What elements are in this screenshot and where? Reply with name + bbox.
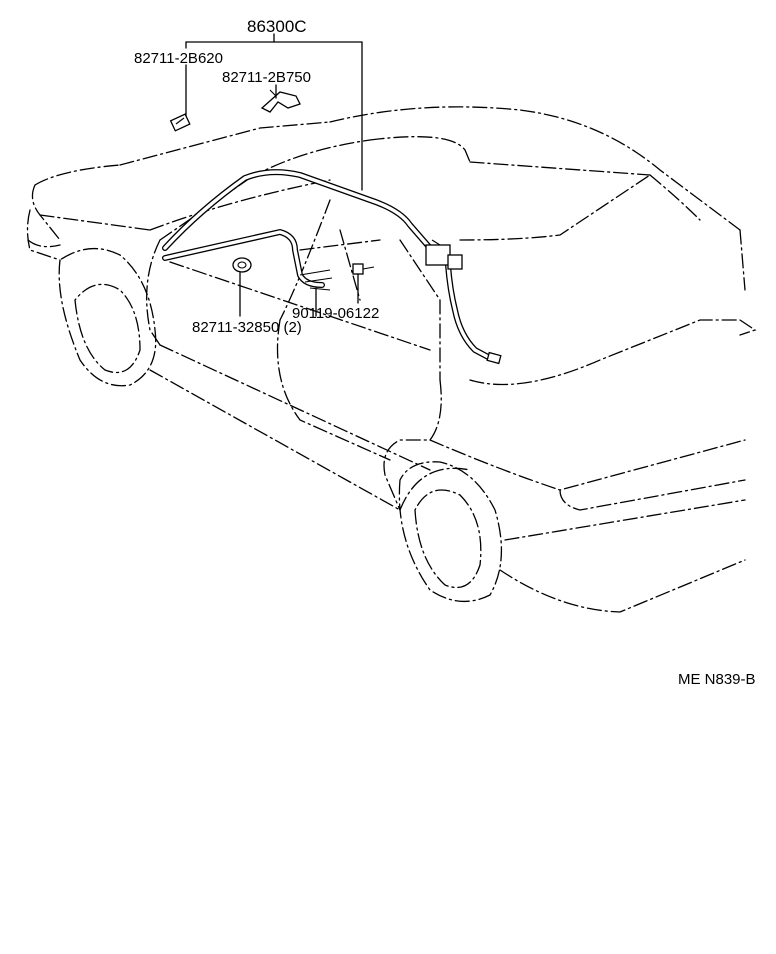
drawing-code: ME N839-B bbox=[678, 671, 756, 688]
part-label-82711-2B750: 82711-2B750 bbox=[222, 69, 311, 86]
assembly-label: 86300C bbox=[247, 17, 307, 36]
clamp-82711-32850 bbox=[232, 257, 252, 273]
part-label-82711-32850: 82711-32850 (2) bbox=[192, 319, 302, 336]
wire-harness bbox=[162, 169, 493, 361]
labels: 86300C 82711-2B620 82711-2B750 90119-061… bbox=[134, 17, 756, 688]
bracket-82711-2B750 bbox=[260, 89, 301, 113]
part-label-90119-06122: 90119-06122 bbox=[292, 305, 379, 322]
car-body-outline bbox=[26, 106, 757, 613]
connector-82711-2B620 bbox=[169, 113, 191, 132]
bolt-90119-06122 bbox=[352, 263, 375, 275]
part-label-82711-2B620: 82711-2B620 bbox=[134, 50, 223, 67]
terminal-end bbox=[486, 351, 502, 365]
connector-block bbox=[425, 239, 463, 270]
leader-lines bbox=[185, 33, 363, 317]
